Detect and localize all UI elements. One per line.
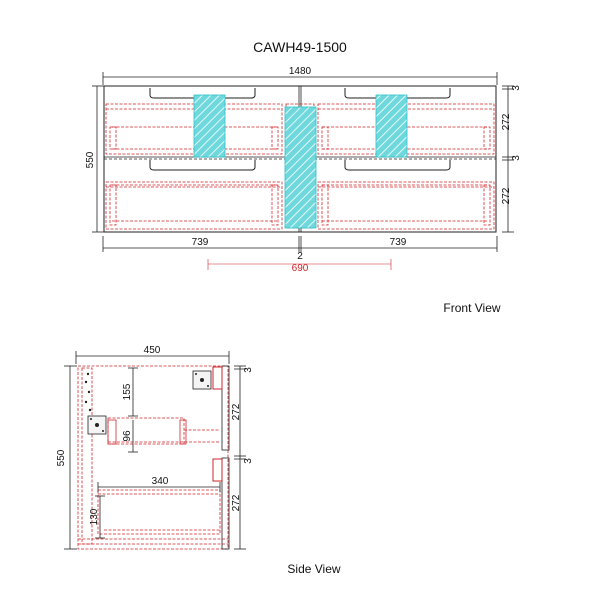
- side-height-label: 550: [56, 449, 67, 466]
- cutout-panel-center: [284, 106, 317, 229]
- lower-drawer-depth-label: 340: [152, 476, 169, 487]
- overall-width-label: 1480: [289, 66, 312, 77]
- right-width-label: 739: [390, 237, 407, 248]
- handle-bottom-left-icon: [149, 160, 256, 171]
- left-width-label: 739: [192, 237, 209, 248]
- upper-handle-icon: [212, 366, 223, 390]
- wall-fixing-dots: [84, 372, 92, 412]
- lower-door-front: [221, 457, 230, 550]
- side-mid-gap-label: 3: [243, 458, 254, 464]
- upper-inner-height-label: 155: [122, 383, 133, 400]
- top-drawer-height-label: 272: [501, 113, 512, 130]
- cutout-panel-right: [375, 94, 408, 158]
- side-view: 450 550: [56, 345, 341, 576]
- side-bottom-drawer-height-label: 272: [231, 494, 242, 511]
- overall-height-label: 550: [85, 151, 96, 168]
- upper-door-front: [221, 365, 230, 451]
- side-view-label: Side View: [287, 562, 340, 576]
- drawing-title: CAWH49-1500: [253, 39, 347, 55]
- lower-handle-icon: [212, 458, 223, 482]
- inner-width-label: 690: [292, 263, 309, 274]
- side-top-gap-label: 3: [243, 367, 254, 373]
- front-view: 1480 550: [85, 66, 522, 315]
- lower-drawer-height-label: 130: [89, 508, 100, 525]
- handle-bottom-right-icon: [344, 160, 451, 171]
- side-top-drawer-height-label: 272: [231, 403, 242, 420]
- depth-label: 450: [144, 345, 161, 356]
- front-view-label: Front View: [443, 301, 500, 315]
- gap-label: 2: [297, 251, 303, 262]
- upper-drawer-height-label: 96: [122, 430, 133, 442]
- bottom-drawer-height-label: 272: [501, 187, 512, 204]
- cutout-panel-left: [193, 94, 226, 158]
- mid-gap-label: 3: [511, 155, 522, 161]
- side-carcass: [77, 365, 229, 550]
- top-gap-label: 3: [511, 85, 522, 91]
